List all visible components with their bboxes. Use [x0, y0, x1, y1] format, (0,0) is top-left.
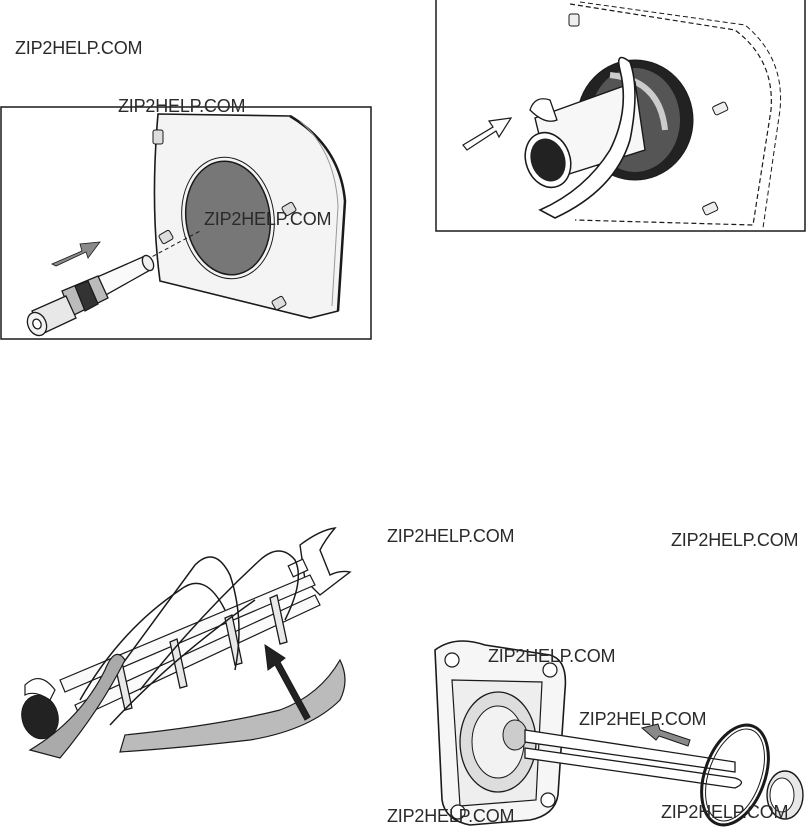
- element-with-spring-wire-illustration: [21, 527, 352, 759]
- watermark-text: ZIP2HELP.COM: [579, 709, 707, 729]
- figure-1-element-insertion: [0, 106, 372, 340]
- watermark-text: ZIP2HELP.COM: [671, 530, 799, 550]
- watermark-text: ZIP2HELP.COM: [387, 806, 515, 826]
- watermark-text: ZIP2HELP.COM: [118, 96, 246, 116]
- watermark-text: ZIP2HELP.COM: [204, 209, 332, 229]
- heating-element-insertion-illustration: [0, 106, 372, 340]
- figure-4-flange-element-gasket: [430, 630, 807, 835]
- watermark-text: ZIP2HELP.COM: [15, 38, 143, 58]
- flange-element-gasket-illustration: [434, 640, 804, 827]
- watermark-text: ZIP2HELP.COM: [661, 802, 789, 822]
- watermark-text: ZIP2HELP.COM: [387, 526, 515, 546]
- figure-2-sleeve-clip: [435, 0, 806, 233]
- sleeve-and-spring-clip-illustration: [435, 0, 806, 232]
- watermark-text: ZIP2HELP.COM: [488, 646, 616, 666]
- figure-3-element-spring: [20, 520, 360, 760]
